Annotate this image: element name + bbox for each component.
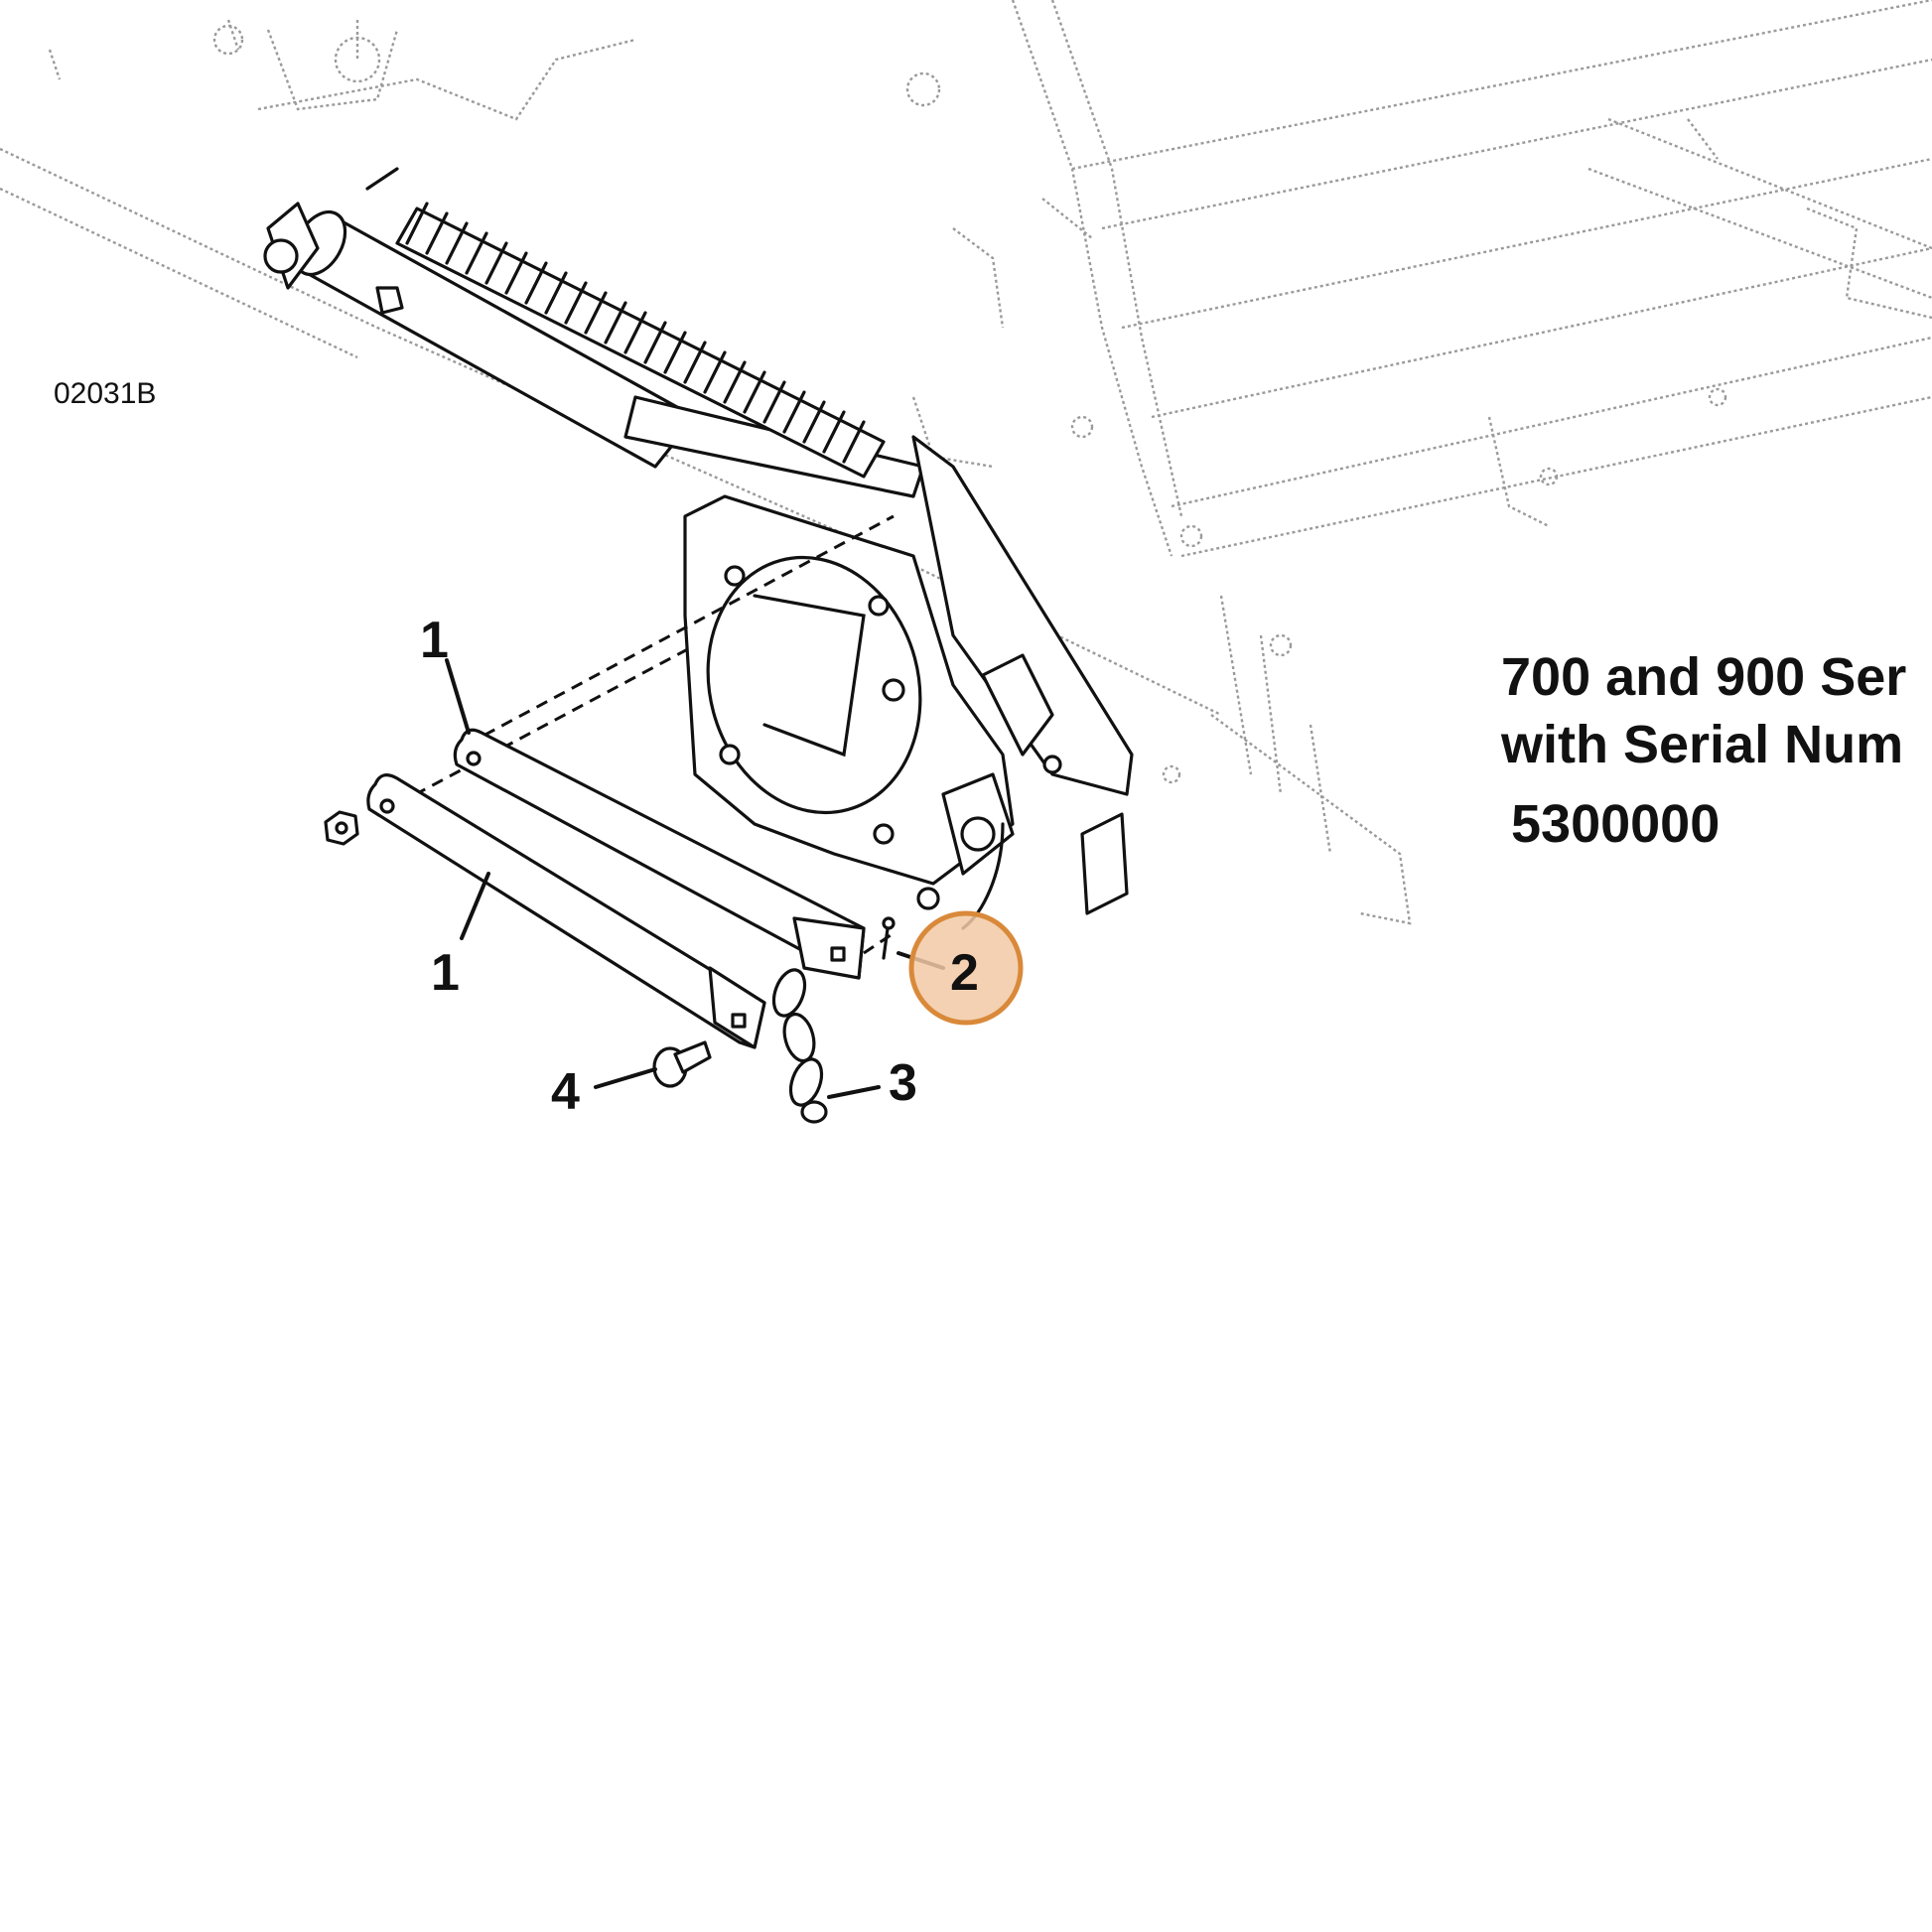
callout-lower-bar: 1 [431, 944, 460, 1002]
clevis-pin [882, 916, 896, 960]
leader-chain [827, 1085, 881, 1099]
machine-frame-background [0, 0, 1932, 925]
hex-nut [324, 810, 359, 846]
chain [771, 968, 828, 1124]
assembly-line-lower [396, 643, 696, 806]
upper-support-bar [453, 728, 866, 980]
extension-spring [395, 202, 886, 479]
assembly-line-pin [863, 931, 895, 955]
callout-pin: 2 [950, 944, 979, 1002]
callout-bolt: 4 [551, 1063, 580, 1121]
assembly-line-upper [466, 514, 895, 747]
heading-line-1: 700 and 900 Ser [1501, 647, 1906, 707]
mounting-bracket [683, 435, 1134, 930]
callout-chain: 3 [889, 1054, 917, 1112]
leader-upper-bar [445, 658, 471, 735]
callout-highlight [908, 910, 1024, 1026]
heading-line-3: 5300000 [1511, 794, 1720, 854]
lower-support-bar [366, 773, 766, 1049]
leader-bolt [594, 1067, 657, 1089]
callout-upper-bar: 1 [420, 612, 449, 669]
lift-cylinder [263, 167, 925, 498]
carriage-bolt [652, 1040, 712, 1088]
drawing-id: 02031B [54, 377, 156, 410]
heading-line-2: with Serial Num [1500, 715, 1903, 774]
leader-lower-bar [460, 872, 490, 940]
